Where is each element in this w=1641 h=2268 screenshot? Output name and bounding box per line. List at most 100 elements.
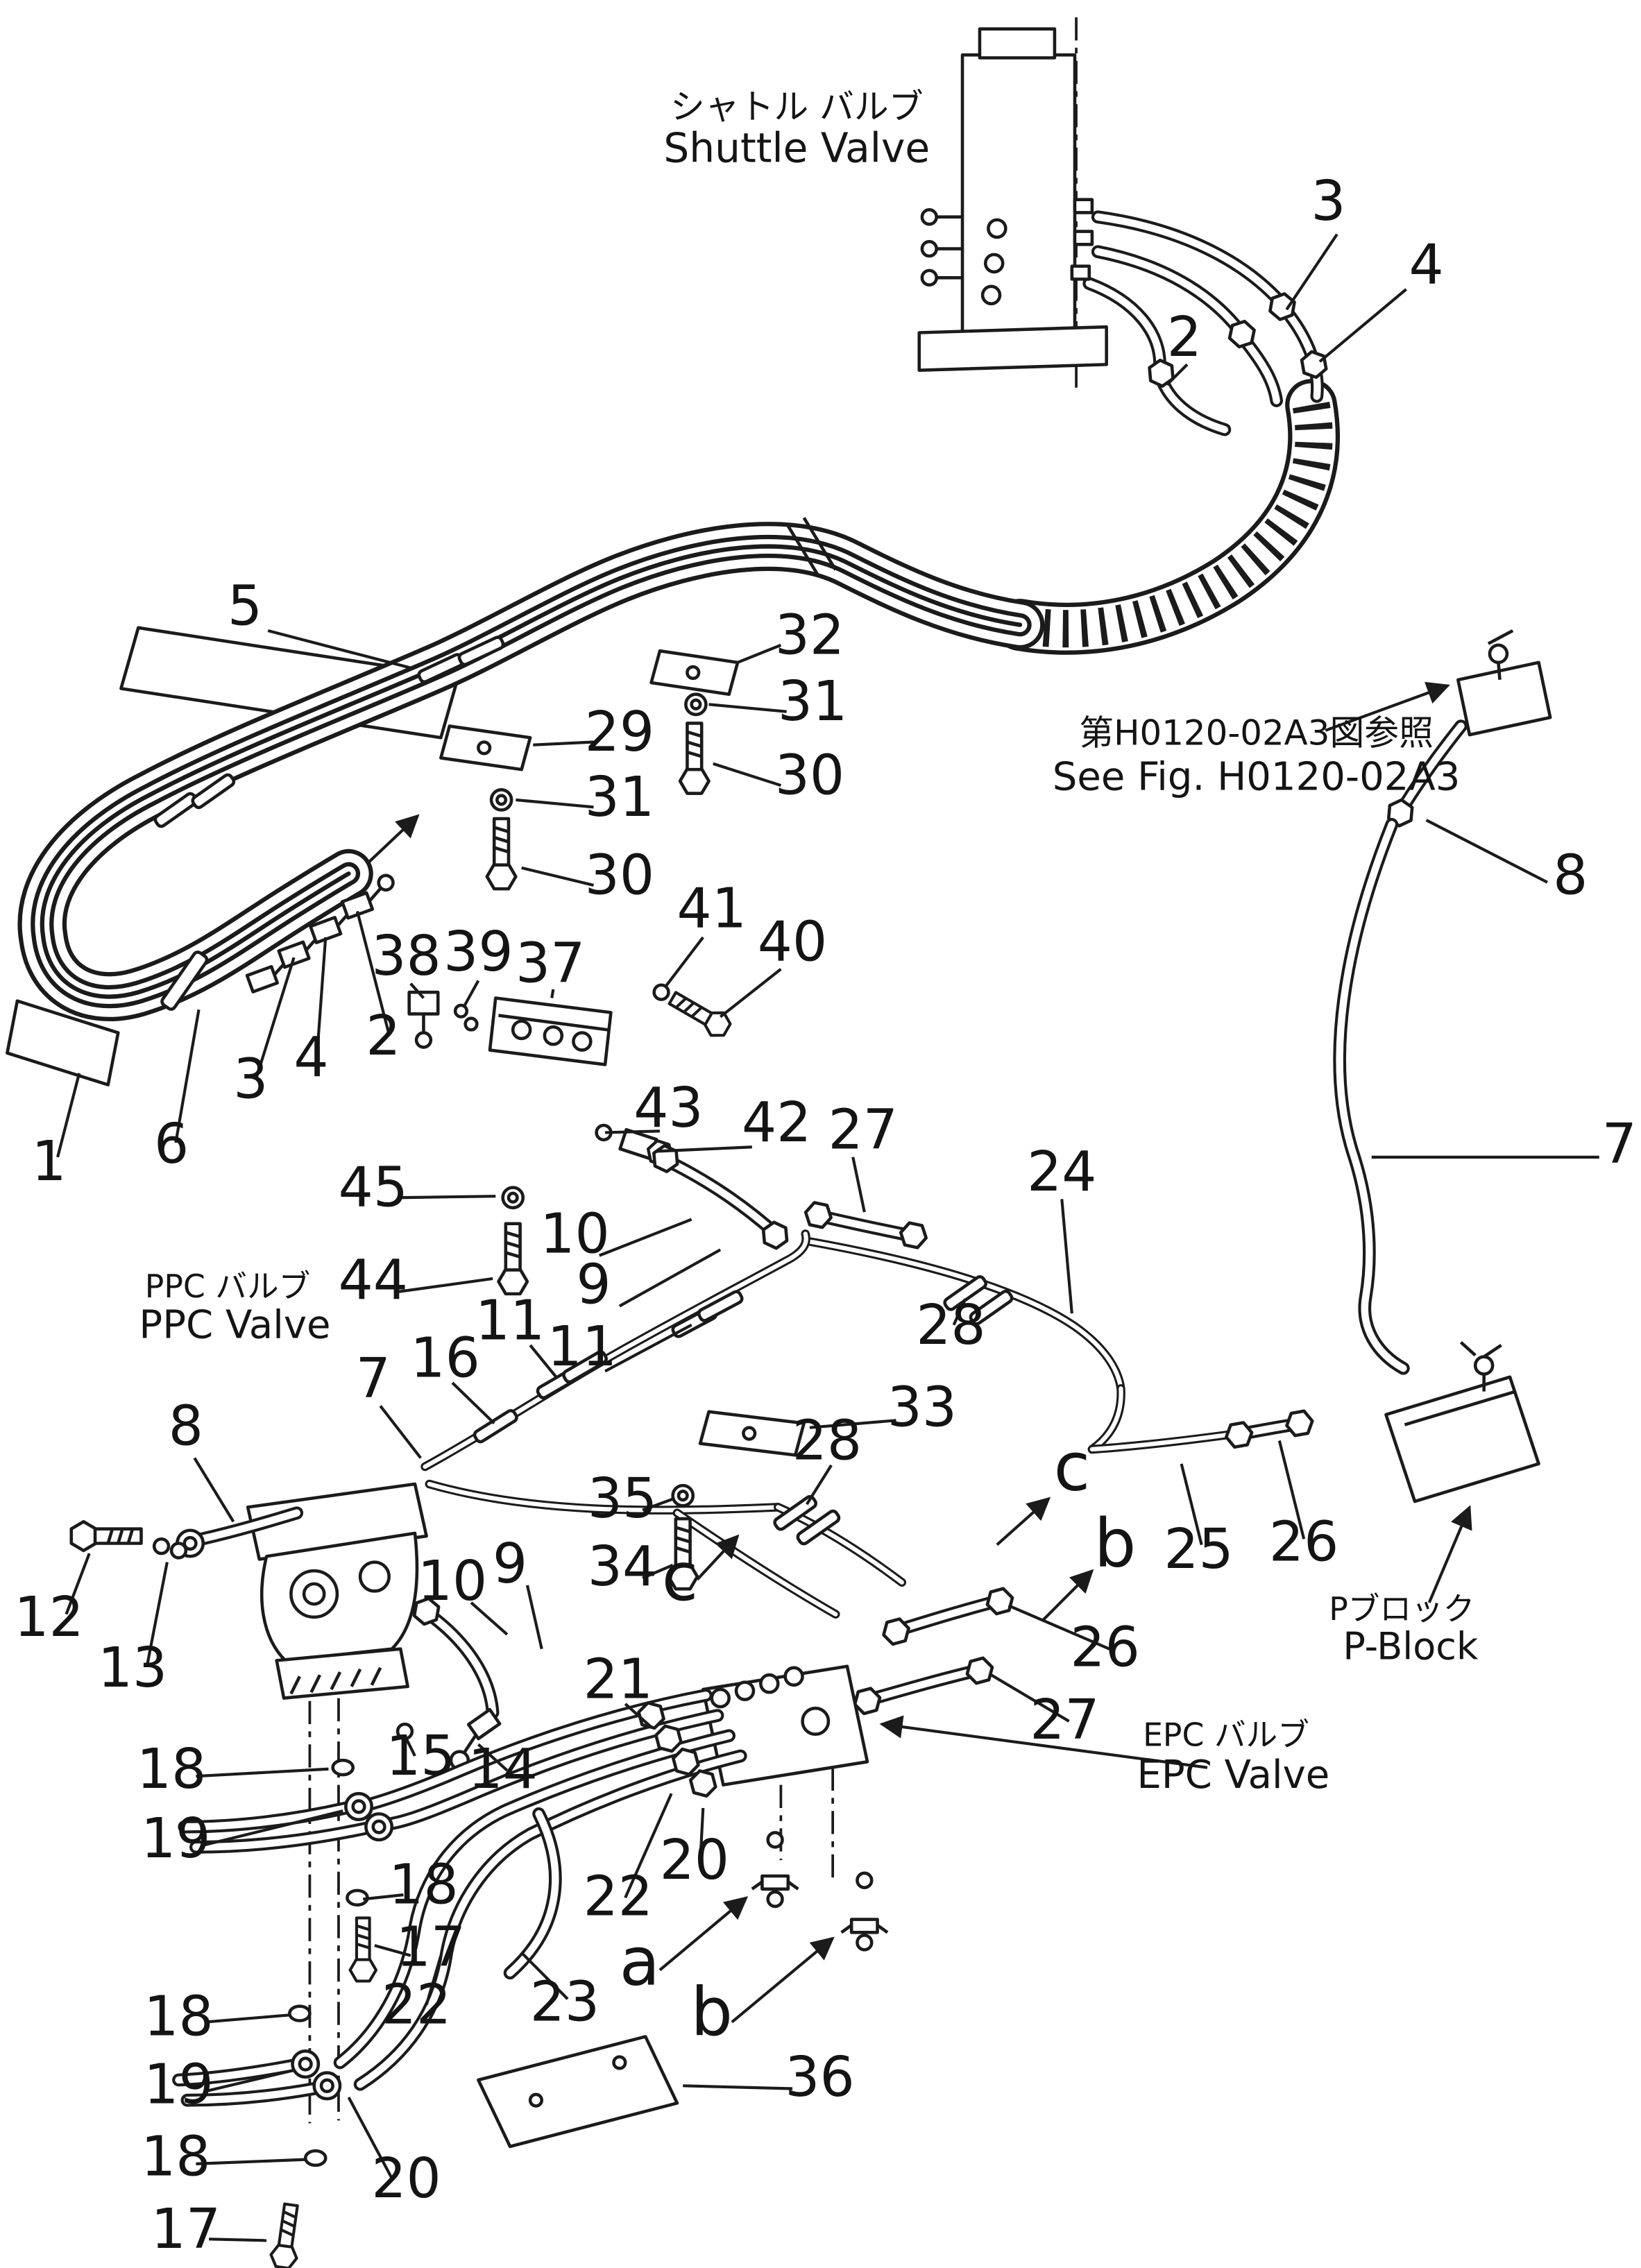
callout-17b: 17 — [151, 2197, 221, 2261]
callout-18: 18 — [137, 1737, 206, 1801]
callout-37: 37 — [516, 931, 585, 995]
banjo-19 — [346, 1793, 371, 1820]
bolt-12 — [71, 1521, 142, 1551]
connector-c: c — [1054, 1428, 1091, 1506]
washer-39 — [453, 1003, 469, 1018]
callout-19: 19 — [141, 1807, 210, 1870]
mounting-plates — [6, 626, 806, 2149]
callout-44: 44 — [339, 1248, 408, 1312]
callout-8b: 8 — [169, 1395, 203, 1458]
callout-4: 4 — [1409, 232, 1444, 296]
plate-33 — [698, 1410, 806, 1457]
hose-bundle — [42, 517, 1020, 996]
epc-valve-label-en: EPC Valve — [1137, 1753, 1330, 1798]
bolt-30b — [487, 819, 516, 889]
connector-b2: b — [690, 1973, 733, 2051]
shuttle-valve-label-en: Shuttle Valve — [663, 124, 930, 171]
callout-24: 24 — [1027, 1140, 1096, 1204]
callout-18c: 18 — [144, 1984, 213, 2048]
callout-7b: 7 — [356, 1347, 391, 1410]
elbow-14 — [466, 1707, 502, 1741]
washer-18 — [288, 2004, 312, 2022]
callout-4b: 4 — [294, 1025, 328, 1089]
callout-30: 30 — [775, 743, 844, 807]
callout-27: 27 — [828, 1098, 898, 1161]
plate-1 — [6, 999, 120, 1086]
washer-35 — [673, 1485, 693, 1506]
fig-ref-en: See Fig. H0120-02A3 — [1053, 754, 1461, 799]
callout-42: 42 — [742, 1091, 811, 1154]
callout-27b: 27 — [1030, 1688, 1099, 1752]
bracket-29 — [439, 724, 532, 771]
valve-block-37 — [407, 983, 733, 1294]
washer-13 — [152, 1537, 171, 1555]
callout-28: 28 — [916, 1293, 985, 1357]
spiral-wrapped-hose — [1020, 405, 1314, 629]
fitting-26 — [1285, 1410, 1314, 1437]
hose-9-left — [396, 1594, 502, 1771]
direction-arrow — [368, 814, 420, 864]
valve-b — [840, 1918, 889, 1952]
washer-45 — [503, 1188, 523, 1208]
break-mark — [785, 522, 820, 577]
callout-25: 25 — [1164, 1517, 1233, 1581]
connector-c2: c — [662, 1538, 699, 1616]
callout-11: 11 — [475, 1288, 545, 1352]
callout-33: 33 — [887, 1375, 957, 1439]
fitting-27b — [964, 1656, 995, 1685]
callout-9b: 9 — [493, 1532, 527, 1596]
washer-b — [856, 1871, 874, 1889]
callout-7: 7 — [1602, 1112, 1637, 1176]
fitting-26b — [985, 1587, 1015, 1615]
callout-41: 41 — [677, 876, 747, 940]
fig-ref-valve — [1456, 629, 1552, 737]
plate-32 — [649, 649, 740, 697]
ppc-valve-label-en: PPC Valve — [139, 1302, 330, 1347]
callout-36: 36 — [785, 2045, 854, 2109]
hose-7 — [1340, 824, 1404, 1368]
callout-2b: 2 — [366, 1004, 400, 1068]
epc-valve-label-ja: EPC バルブ — [1143, 1716, 1309, 1753]
connector-a: a — [620, 1922, 661, 2000]
washer-39 — [464, 1016, 479, 1032]
callout-3: 3 — [1311, 169, 1345, 233]
callout-20b: 20 — [371, 2147, 441, 2210]
callout-31: 31 — [778, 670, 847, 733]
plate-36 — [477, 2035, 679, 2149]
callout-18b: 18 — [389, 1852, 458, 1916]
callout-22b: 22 — [382, 1973, 451, 2037]
washer-a — [766, 1831, 784, 1849]
washer-41 — [652, 983, 670, 1001]
callout-8: 8 — [1553, 843, 1588, 907]
callout-22: 22 — [584, 1864, 653, 1928]
clamp-16 — [473, 1409, 518, 1443]
ppc-valve-label-ja: PPC バルブ — [145, 1268, 311, 1305]
callout-2: 2 — [1167, 305, 1202, 369]
callout-29: 29 — [585, 700, 654, 764]
washer-31b — [491, 790, 511, 810]
bolt-44 — [498, 1224, 527, 1294]
elbow-38 — [407, 990, 440, 1016]
callout-45: 45 — [339, 1156, 408, 1220]
banjo-19b — [314, 2073, 340, 2099]
callout-10b: 10 — [418, 1549, 487, 1613]
callout-1: 1 — [31, 1129, 66, 1193]
fig-ref-ja: 第H0120-02A3図参照 — [1079, 713, 1434, 753]
callout-20: 20 — [660, 1828, 729, 1892]
hose-8-left — [71, 1513, 297, 1560]
callout-13: 13 — [98, 1636, 167, 1700]
callout-3b: 3 — [233, 1047, 268, 1111]
callout-10: 10 — [540, 1202, 609, 1265]
callout-14: 14 — [468, 1737, 537, 1801]
band-clamp-6 — [160, 950, 209, 1011]
callout-16: 16 — [410, 1327, 479, 1390]
callout-32: 32 — [775, 603, 844, 667]
break-mark — [802, 517, 837, 571]
callout-26: 26 — [1269, 1510, 1338, 1574]
bolt-17b — [269, 2203, 304, 2268]
p-block-label-ja: Pブロック — [1329, 1591, 1474, 1628]
shuttle-valve-label-ja: シャトル バルブ — [670, 87, 924, 127]
callout-17: 17 — [396, 1915, 466, 1979]
